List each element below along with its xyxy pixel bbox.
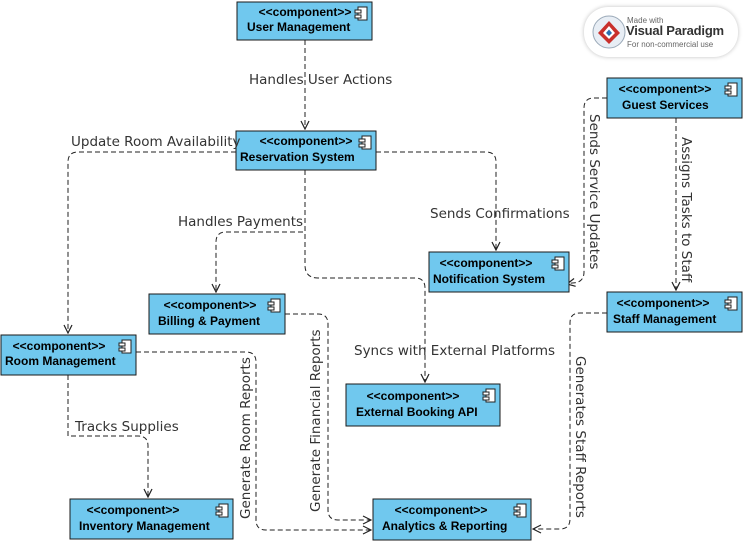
- component-room-management[interactable]: <<component>>Room Management: [0, 334, 137, 376]
- edge-guest-notification: [567, 97, 607, 284]
- component-icon: [724, 296, 738, 311]
- component-stereotype: <<component>>: [367, 389, 460, 403]
- edge-label-guest-staff: Assigns Tasks to Staff: [678, 137, 694, 283]
- component-name: Notification System: [433, 272, 545, 286]
- edge-label-reservation-notification: Sends Confirmations: [430, 206, 570, 222]
- component-stereotype: <<component>>: [617, 296, 710, 310]
- component-guest-services[interactable]: <<component>> Guest Services: [606, 77, 743, 119]
- component-stereotype: <<component>>: [619, 82, 712, 96]
- edge-staff-analytics: [533, 312, 607, 529]
- edge-reservation-notification: [376, 151, 496, 250]
- component-name: User Management: [247, 20, 350, 34]
- component-name: Billing & Payment: [158, 314, 260, 328]
- component-billing-payment[interactable]: <<component>> Billing & Payment: [148, 293, 286, 335]
- component-box: [428, 251, 570, 293]
- component-icon: [358, 135, 372, 150]
- watermark-made-with: Made with: [627, 16, 664, 25]
- component-stereotype: <<component>>: [164, 298, 257, 312]
- component-name: Room Management: [5, 354, 116, 368]
- visual-paradigm-logo-icon: [592, 15, 626, 49]
- component-name: Guest Services: [622, 98, 709, 112]
- component-name: Reservation System: [240, 150, 355, 164]
- component-box: [372, 498, 532, 541]
- edge-room-inventory: [67, 375, 148, 497]
- component-external-booking-api[interactable]: <<component>> External Booking API: [345, 383, 501, 427]
- component-box: [148, 293, 286, 335]
- edge-label-reservation-external: Syncs with External Platforms: [354, 343, 555, 359]
- component-box: [606, 77, 743, 119]
- edge-label-room-analytics: Generate Room Reports: [238, 357, 254, 519]
- component-icon: [482, 388, 496, 403]
- component-inventory-management[interactable]: <<component>> Inventory Management: [69, 498, 234, 540]
- component-icon: [215, 503, 229, 518]
- component-name: Analytics & Reporting: [382, 519, 507, 533]
- component-box: [236, 1, 373, 41]
- component-box: [235, 130, 377, 171]
- component-icon: [551, 256, 565, 271]
- component-box: [0, 334, 137, 376]
- component-staff-management[interactable]: <<component>> Staff Management: [606, 291, 743, 333]
- watermark-subtitle: For non-commercial use: [627, 40, 714, 49]
- edge-reservation-external: [304, 170, 425, 382]
- component-stereotype: <<component>>: [260, 134, 353, 148]
- edge-label-room-inventory: Tracks Supplies: [74, 419, 179, 435]
- component-reservation-system[interactable]: <<component>> Reservation System: [235, 130, 377, 171]
- component-name: Staff Management: [613, 312, 716, 326]
- component-analytics-reporting[interactable]: <<component>> Analytics & Reporting: [372, 498, 532, 541]
- edge-room-analytics: [136, 351, 371, 530]
- component-box: [606, 291, 743, 333]
- edge-label-reservation-room: Update Room Availability: [71, 134, 241, 150]
- component-notification-system[interactable]: <<component>> Notification System: [428, 251, 570, 293]
- edge-label-guest-notification: Sends Service Updates: [586, 114, 602, 269]
- component-icon: [118, 339, 132, 354]
- component-icon: [354, 6, 368, 21]
- component-icon: [724, 82, 738, 97]
- component-stereotype: <<component>>: [440, 256, 533, 270]
- component-name: External Booking API: [356, 405, 478, 419]
- visual-paradigm-watermark: Made with Visual Paradigm For non-commer…: [584, 7, 738, 57]
- component-stereotype: <<component>>: [395, 503, 488, 517]
- component-box: [345, 383, 501, 427]
- component-user-management[interactable]: <<component>>User Management: [236, 1, 373, 41]
- edge-label-user-reservation: Handles User Actions: [249, 72, 392, 88]
- watermark-brand: Visual Paradigm: [626, 23, 724, 38]
- component-icon: [267, 298, 281, 313]
- component-stereotype: <<component>>: [87, 503, 180, 517]
- component-box: [69, 498, 234, 540]
- component-stereotype: <<component>>: [13, 339, 106, 353]
- component-stereotype: <<component>>: [259, 5, 352, 19]
- edge-label-staff-analytics: Generates Staff Reports: [572, 356, 588, 518]
- edge-reservation-billing: [216, 170, 306, 292]
- component-icon: [513, 503, 527, 518]
- edge-label-reservation-billing: Handles Payments: [178, 214, 303, 230]
- edge-label-billing-analytics: Generate Financial Reports: [308, 329, 324, 512]
- component-name: Inventory Management: [79, 519, 210, 533]
